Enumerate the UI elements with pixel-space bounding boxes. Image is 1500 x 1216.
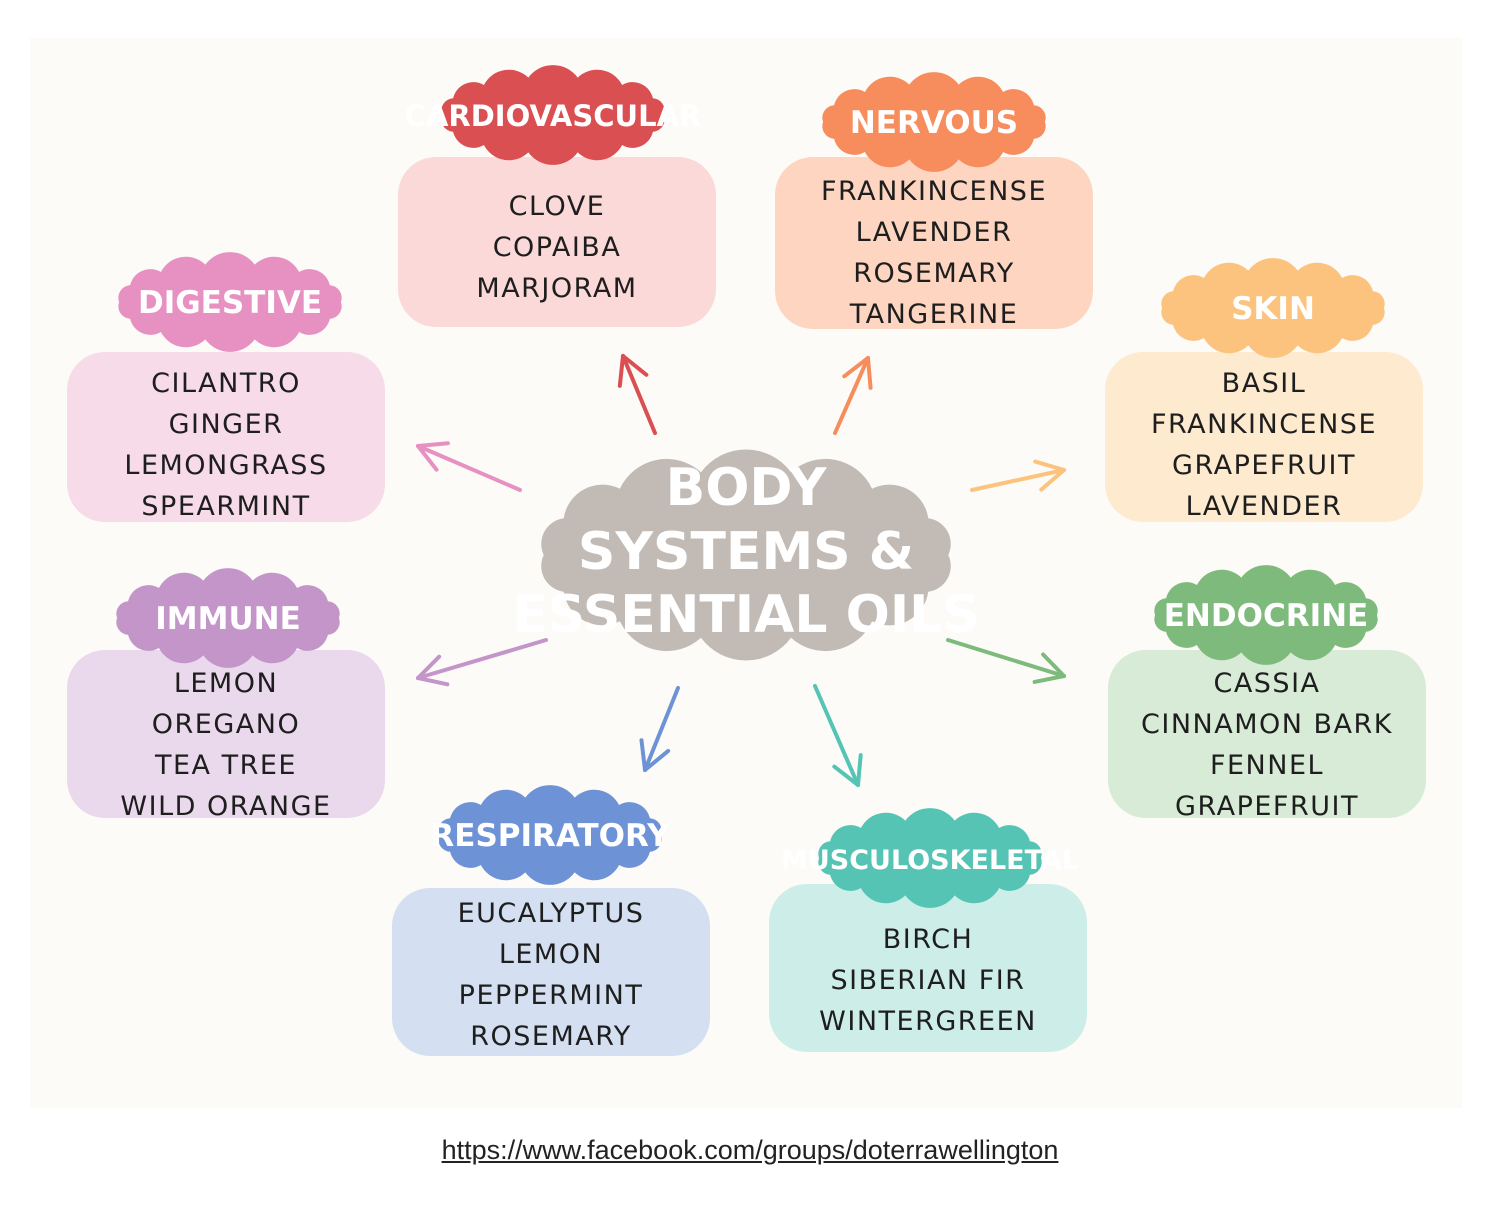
title-cloud-cardiovascular xyxy=(441,65,665,165)
arrow-respiratory xyxy=(639,686,680,772)
system-card-nervous: NERVOUS FRANKINCENSE LAVENDER ROSEMARY TANGE… xyxy=(775,72,1093,330)
arrow-digestive xyxy=(416,441,522,492)
oil-box-digestive xyxy=(67,352,385,522)
system-title-cardiovascular: CARDIOVASCULAR xyxy=(405,99,702,133)
oil-item: CINNAMON BARK xyxy=(1141,709,1393,740)
arrow-nervous xyxy=(833,356,873,435)
center-title-line: BODY xyxy=(666,458,828,518)
oil-item: GRAPEFRUIT xyxy=(1175,791,1359,822)
oil-item: TANGERINE xyxy=(849,299,1019,330)
system-card-immune: IMMUNE LEMON OREGANO TEA TREE WILD ORANGE xyxy=(67,568,385,822)
title-cloud-musculoskeletal xyxy=(818,808,1042,908)
oil-box-immune xyxy=(67,650,385,818)
system-title-skin: SKIN xyxy=(1231,291,1315,327)
center-title-line: SYSTEMS & xyxy=(578,522,914,582)
title-cloud-digestive xyxy=(118,252,342,352)
oil-item: LEMON xyxy=(174,668,278,699)
oil-item: LEMONGRASS xyxy=(124,450,327,481)
system-title-respiratory: RESPIRATORY xyxy=(430,818,670,854)
oil-item: GRAPEFRUIT xyxy=(1172,450,1356,481)
arrow-endocrine xyxy=(946,638,1066,684)
system-card-endocrine: ENDOCRINE CASSIA CINNAMON BARK FENNEL GRAPEF… xyxy=(1108,565,1426,822)
oil-item: BIRCH xyxy=(883,924,974,955)
oil-item: ROSEMARY xyxy=(853,258,1015,289)
oil-item: SIBERIAN FIR xyxy=(831,965,1026,996)
system-card-cardiovascular: CARDIOVASCULAR CLOVE COPAIBA MARJORAM xyxy=(398,65,716,327)
oil-box-endocrine xyxy=(1108,650,1426,818)
oil-box-skin xyxy=(1105,352,1423,522)
oil-box-nervous xyxy=(775,157,1093,329)
oil-item: FRANKINCENSE xyxy=(1151,409,1377,440)
system-title-endocrine: ENDOCRINE xyxy=(1164,598,1368,634)
oil-box-musculoskeletal xyxy=(769,884,1087,1052)
title-cloud-endocrine xyxy=(1154,565,1378,665)
system-card-skin: SKIN BASIL FRANKINCENSE GRAPEFRUIT LAVENDER xyxy=(1105,258,1423,522)
oil-item: CASSIA xyxy=(1213,668,1320,699)
system-card-musculoskeletal: MUSCULOSKELETAL BIRCH SIBERIAN FIR WINTERGR… xyxy=(769,808,1087,1052)
title-cloud-nervous xyxy=(822,72,1046,172)
oil-item: PEPPERMINT xyxy=(459,980,644,1011)
system-card-respiratory: RESPIRATORY EUCALYPTUS LEMON PEPPERMINT ROSE… xyxy=(392,785,710,1056)
oil-item: LEMON xyxy=(499,939,603,970)
oil-item: WINTERGREEN xyxy=(819,1006,1037,1037)
oil-item: OREGANO xyxy=(152,709,300,740)
oil-item: EUCALYPTUS xyxy=(458,898,645,929)
title-cloud-skin xyxy=(1161,258,1385,358)
oil-item: COPAIBA xyxy=(493,232,622,263)
oil-item: LAVENDER xyxy=(1186,491,1343,522)
oil-item: BASIL xyxy=(1222,368,1307,399)
oil-item: GINGER xyxy=(169,409,284,440)
oil-item: TEA TREE xyxy=(154,750,297,781)
arrow-cardiovascular xyxy=(617,354,657,435)
arrow-immune xyxy=(416,638,548,687)
oil-box-respiratory xyxy=(392,888,710,1056)
title-cloud-respiratory xyxy=(438,785,662,885)
oil-item: LAVENDER xyxy=(856,217,1013,248)
arrow-skin xyxy=(970,459,1066,492)
oil-item: MARJORAM xyxy=(476,273,637,304)
title-cloud-immune xyxy=(116,568,340,668)
oil-item: ROSEMARY xyxy=(470,1021,632,1052)
oil-box-cardiovascular xyxy=(398,157,716,327)
center-title-line: ESSENTIAL OILS xyxy=(512,585,980,645)
system-title-musculoskeletal: MUSCULOSKELETAL xyxy=(781,845,1079,876)
oil-item: CLOVE xyxy=(509,191,606,222)
oil-item: SPEARMINT xyxy=(141,491,310,522)
oil-item: FRANKINCENSE xyxy=(821,176,1047,207)
arrow-musculoskeletal xyxy=(813,684,863,787)
oil-item: WILD ORANGE xyxy=(120,791,331,822)
system-title-digestive: DIGESTIVE xyxy=(138,285,322,321)
system-title-immune: IMMUNE xyxy=(155,601,301,637)
system-card-digestive: DIGESTIVE CILANTRO GINGER LEMONGRASS SPEARMI… xyxy=(67,252,385,522)
oil-item: FENNEL xyxy=(1210,750,1324,781)
system-title-nervous: NERVOUS xyxy=(850,105,1018,141)
oil-item: CILANTRO xyxy=(151,368,301,399)
facebook-group-link[interactable]: https://www.facebook.com/groups/doterraw… xyxy=(441,1135,1059,1165)
